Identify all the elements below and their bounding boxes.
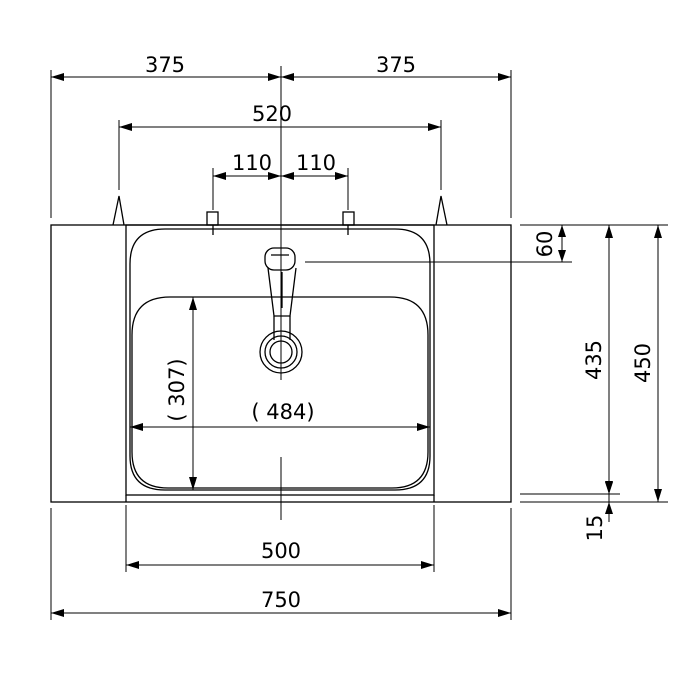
dim-faucet-depth [558,225,566,262]
dim-label-500: 500 [261,539,301,563]
dim-label-375-right: 375 [376,53,416,77]
dim-overall-width [50,508,512,620]
dim-label-15: 15 [583,515,607,542]
dim-front-edge [605,482,613,522]
dim-right-extensions [305,224,668,503]
dim-inner-depth [189,297,197,490]
bowl-inner [131,296,429,489]
dim-counter-depth [654,225,662,502]
dim-label-450: 450 [631,343,655,383]
faucet [264,247,297,340]
overflow-bump-left [112,195,125,226]
dim-bowl-depth [605,225,613,494]
dim-label-110-right: 110 [296,151,336,175]
overflow-bump-right [435,195,448,226]
tap-hole-left [206,211,219,235]
dim-label-750: 750 [261,588,301,612]
bowl-rim [129,228,431,491]
dim-faucet-span [118,120,442,190]
dim-label-484: ( 484) [251,400,314,424]
dim-label-435: 435 [582,340,606,380]
dim-label-60: 60 [533,231,557,258]
dim-basin-width [125,505,435,572]
dim-label-520: 520 [252,102,292,126]
dim-label-375-left: 375 [145,53,185,77]
dim-label-307: ( 307) [165,358,189,421]
dim-label-110-left: 110 [232,151,272,175]
dim-inner-width [130,423,430,431]
tap-hole-right [342,211,355,235]
dim-hole-offsets [212,168,349,210]
basin-outline [125,224,435,502]
dim-overall-top [50,70,512,218]
